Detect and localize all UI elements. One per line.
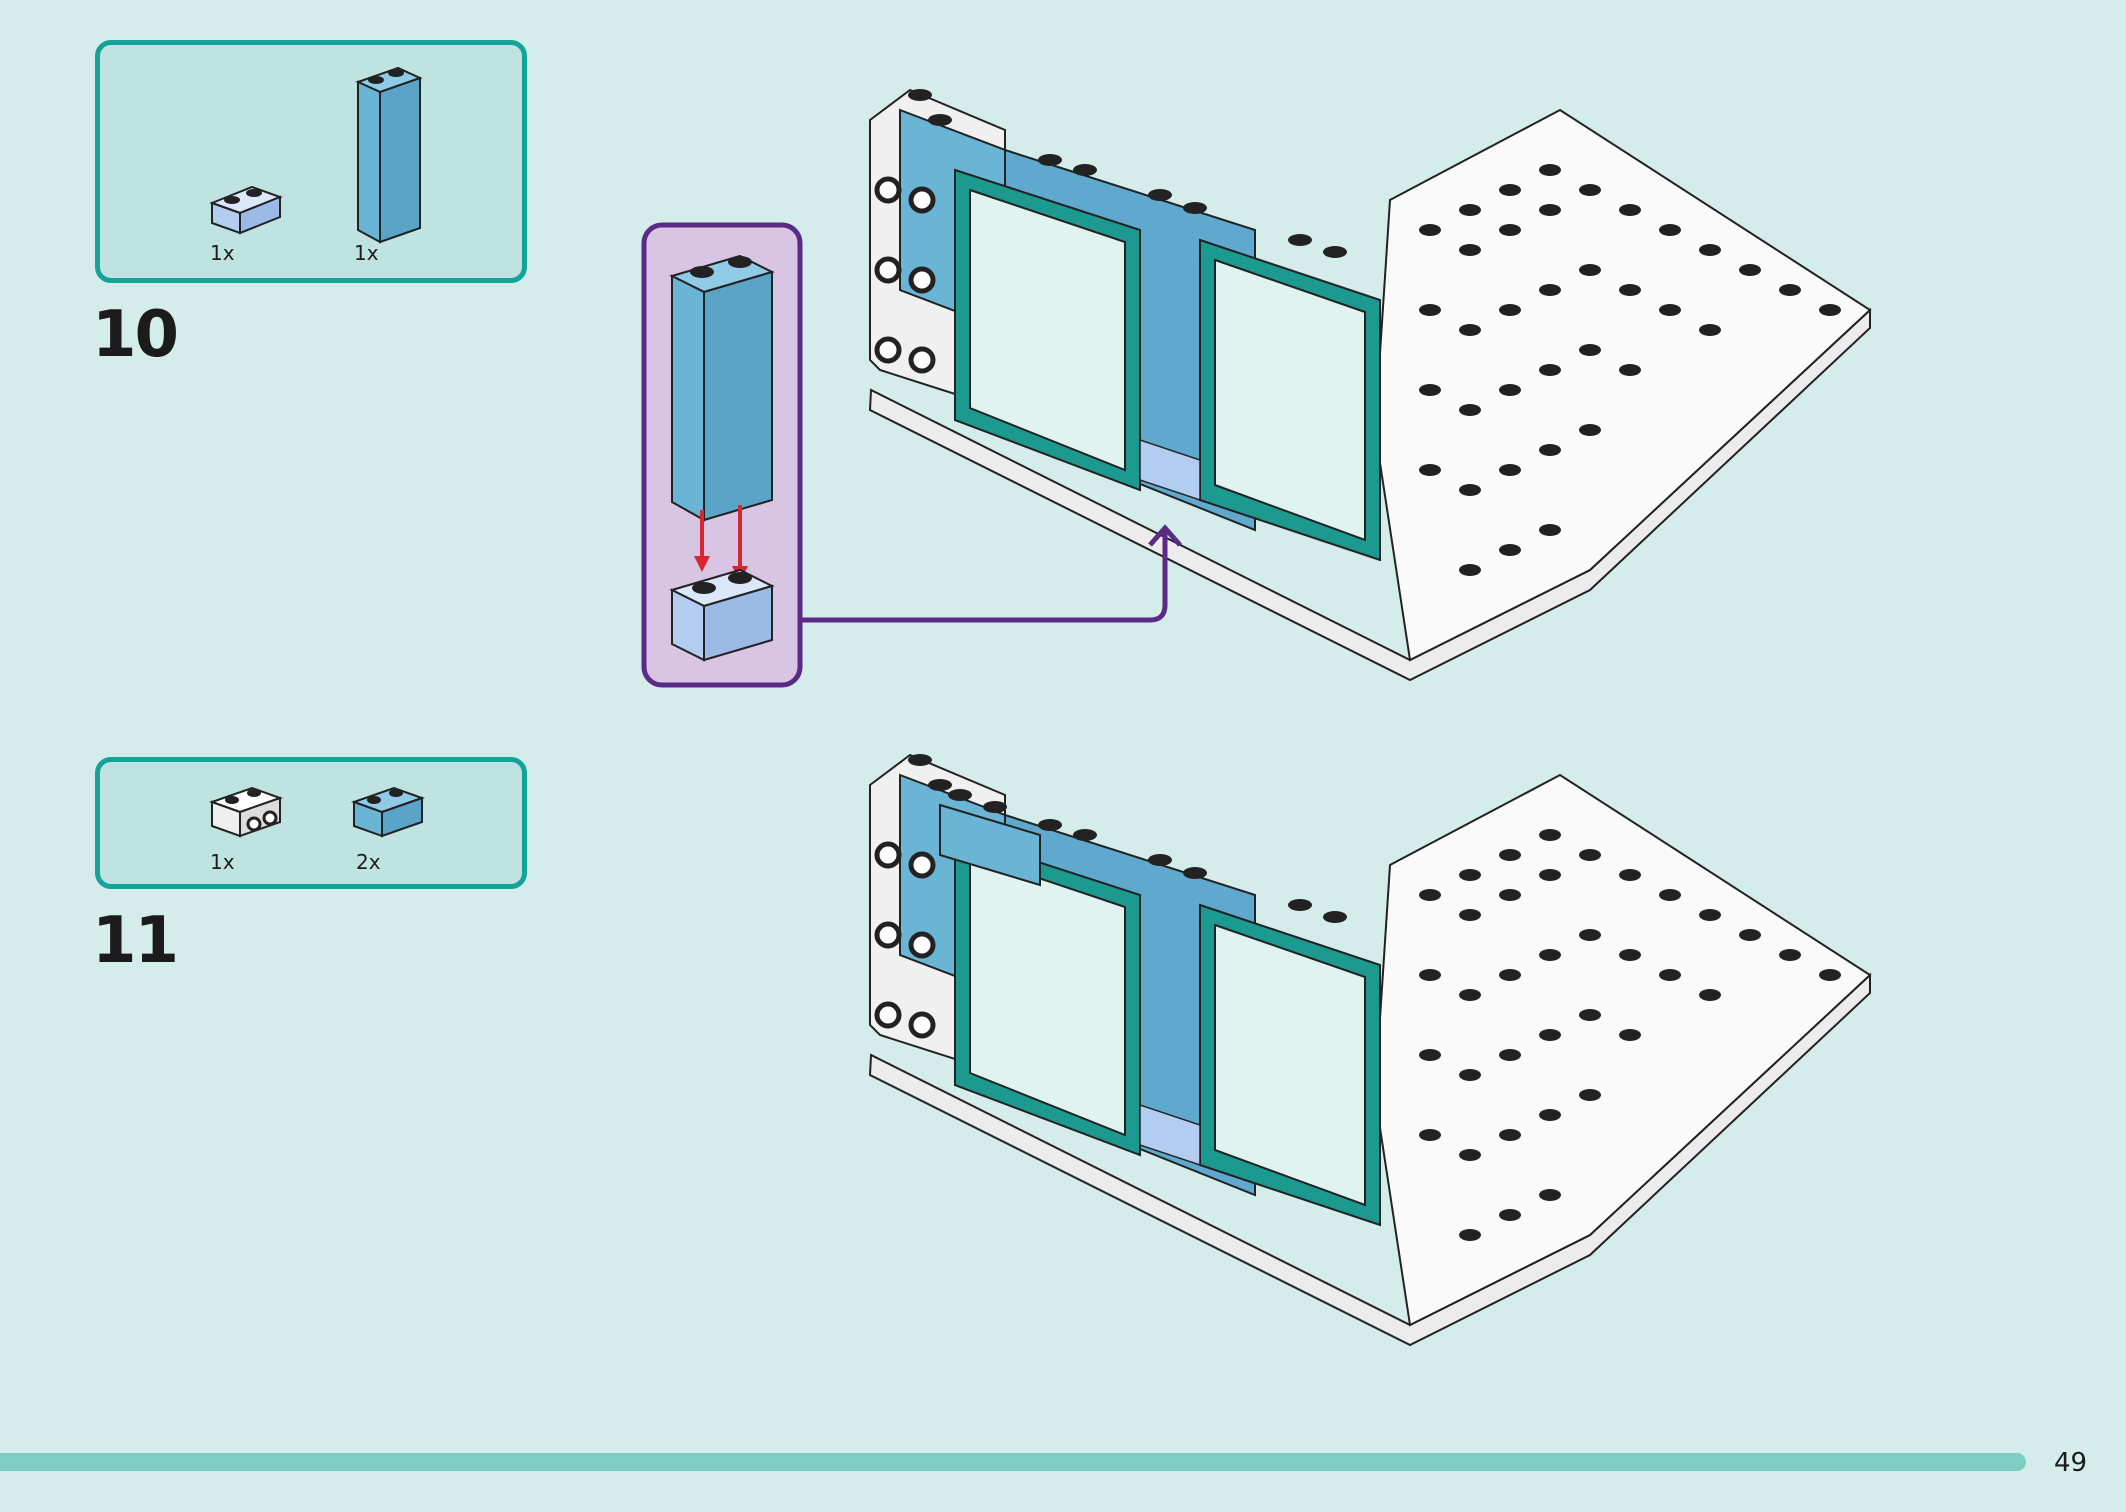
part-qty: 1x xyxy=(354,241,379,265)
light-blue-1x2-brick-icon xyxy=(209,185,283,235)
white-1x2-side-stud-brick-icon xyxy=(209,786,283,838)
step-11-model xyxy=(870,754,1870,1345)
step-number: 10 xyxy=(92,298,179,372)
part-qty: 1x xyxy=(210,850,235,874)
callout-box xyxy=(641,222,803,688)
part-qty: 1x xyxy=(210,241,235,265)
blue-1x2-brick-icon xyxy=(351,786,425,838)
blue-1x2x5-brick-icon xyxy=(355,66,423,244)
step-10-model xyxy=(870,89,1870,680)
footer-bar xyxy=(0,1453,2026,1471)
callout-connector-arrow xyxy=(800,530,1168,623)
step-11-parts-box: 1x 2x xyxy=(95,757,527,889)
part-qty: 2x xyxy=(356,850,381,874)
page-number: 49 xyxy=(2054,1448,2088,1478)
step-10-parts-box: 1x 1x xyxy=(95,40,527,283)
step-number: 11 xyxy=(92,904,179,978)
